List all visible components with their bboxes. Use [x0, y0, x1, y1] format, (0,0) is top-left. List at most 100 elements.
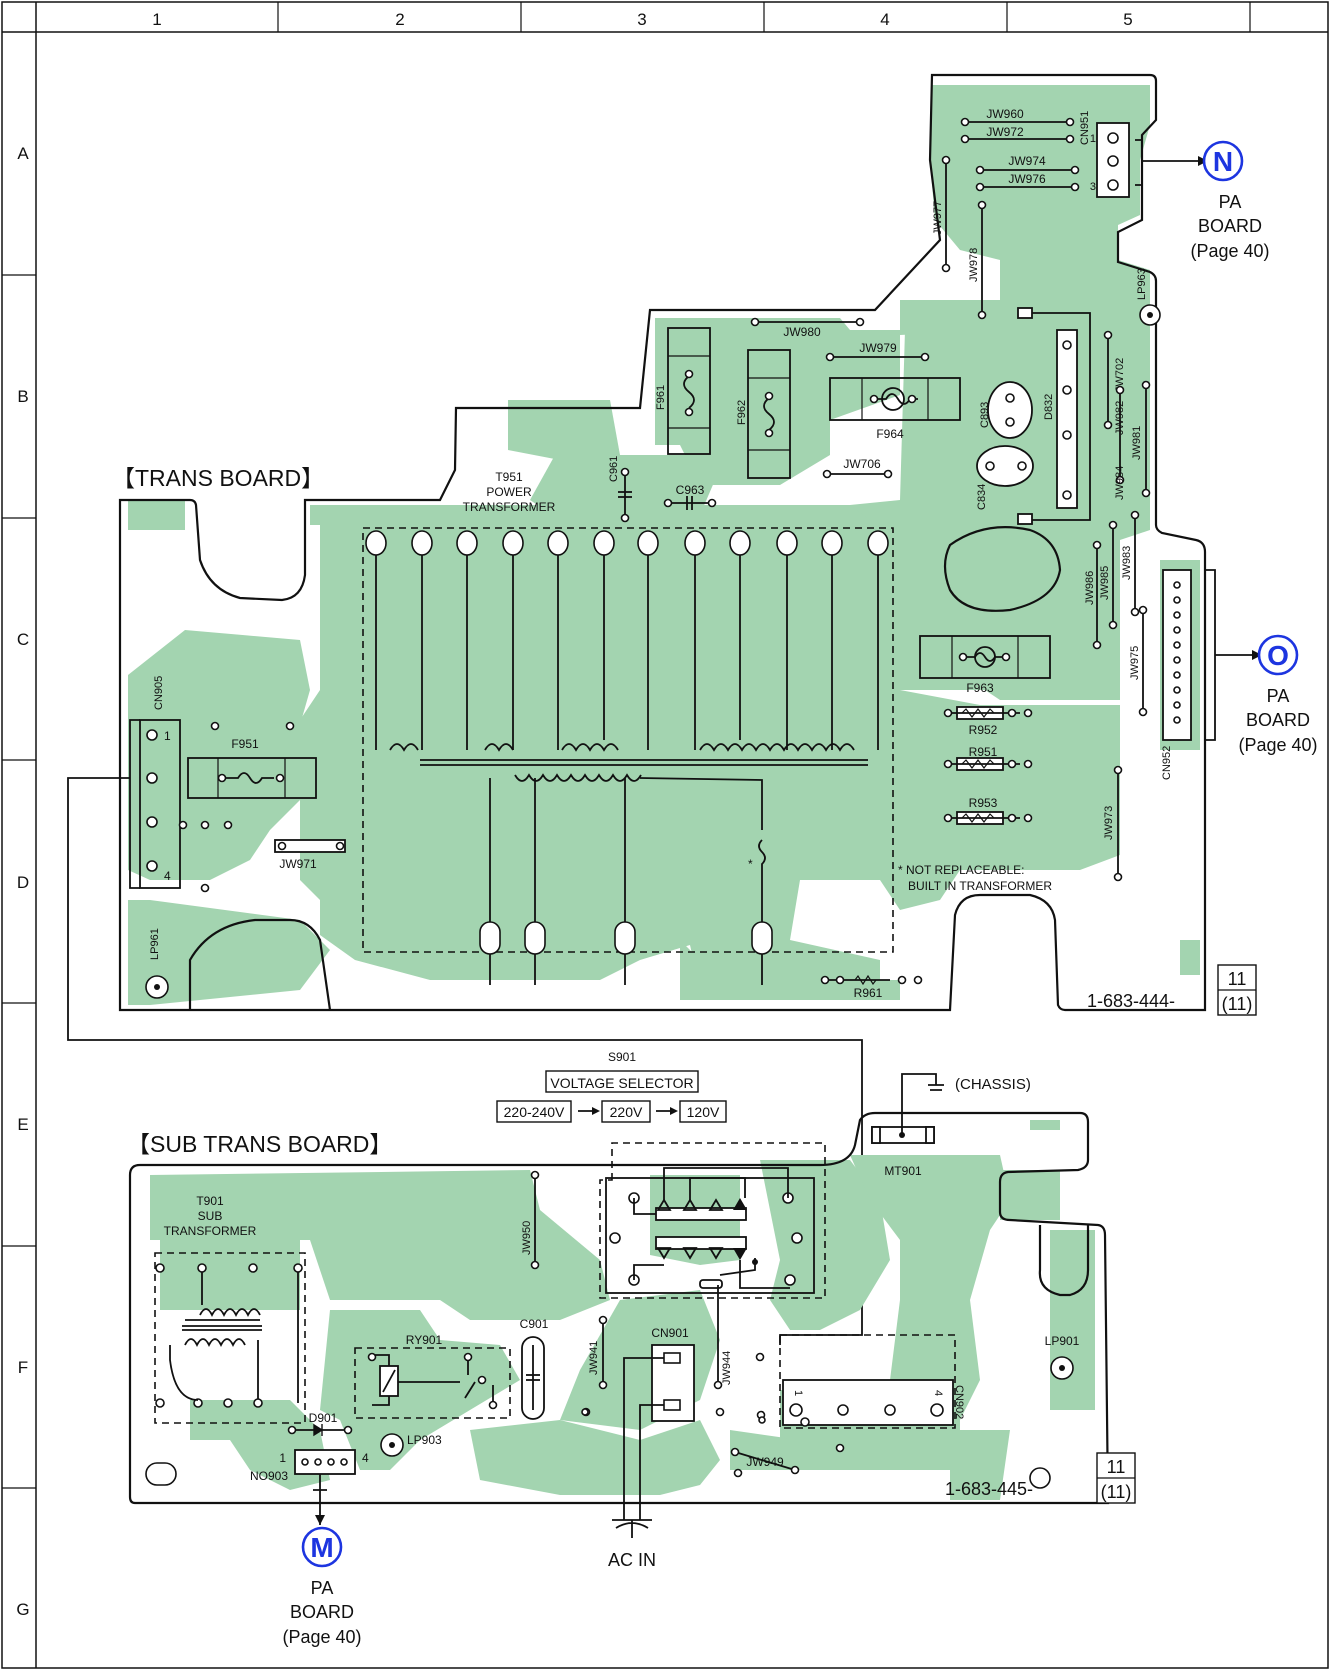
d832-bridge: [1056, 329, 1078, 509]
jw985-label: JW985: [1099, 566, 1111, 600]
f963-label: F963: [966, 681, 994, 695]
f963-fuse: [919, 635, 1051, 679]
s901-option-1: 220-240V: [504, 1104, 565, 1120]
t951-line2: TRANSFORMER: [463, 500, 556, 514]
r961-label: R961: [854, 986, 883, 1000]
c963-label: C963: [676, 483, 705, 497]
note-line2: BUILT IN TRANSFORMER: [908, 879, 1052, 893]
trans-board-title: 【TRANS BOARD】: [112, 465, 324, 491]
grid-column-labels: 1 2 3 4 5: [152, 10, 1132, 29]
cn952-label: CN952: [1161, 746, 1173, 780]
connector-m-id: M: [310, 1532, 333, 1563]
mount-hole-left: [145, 1462, 177, 1486]
d901-label: D901: [309, 1411, 338, 1425]
f951-label: F951: [231, 737, 259, 751]
t901-outline: [154, 1252, 306, 1424]
cn902-pin1: 1: [792, 1390, 804, 1396]
connector-n-line1: PA: [1219, 192, 1242, 212]
mount-hole-right: [1029, 1467, 1051, 1489]
connector-o-line1: PA: [1267, 686, 1290, 706]
sub-board-hook: [1038, 1225, 1090, 1297]
c893-capacitor: [987, 381, 1033, 439]
connector-m-line1: PA: [311, 1578, 334, 1598]
t901-ref: T901: [196, 1194, 224, 1208]
trans-board-outline: [118, 73, 1207, 1012]
f964-fuse: [829, 377, 961, 421]
lp963-label: LP963: [1136, 268, 1148, 300]
t951-secondary-terminals: [365, 530, 889, 750]
sub-trans-board-title: 【SUB TRANS BOARD】: [127, 1131, 392, 1157]
jw971-jumper: [274, 839, 346, 853]
s901-name: VOLTAGE SELECTOR: [550, 1075, 693, 1091]
grid-row-e: E: [17, 1115, 28, 1134]
s901-name-box: [545, 1070, 699, 1093]
note-line1: * NOT REPLACEABLE:: [898, 863, 1025, 877]
grid-row-g: G: [16, 1600, 29, 1619]
grid-row-a: A: [17, 144, 29, 163]
cn951-label: CN951: [1079, 111, 1091, 145]
trans-board-slot: [943, 526, 1062, 612]
connector-n-id: N: [1213, 146, 1233, 177]
grid-col-1: 1: [152, 10, 161, 29]
jw982-label: JW982: [1114, 401, 1126, 435]
cn902-label: CN902: [953, 1385, 965, 1419]
connector-o-line3: (Page 40): [1238, 735, 1317, 755]
ac-in-label: AC IN: [608, 1550, 656, 1570]
t951-ref: T951: [495, 470, 523, 484]
jw977-label: JW977: [932, 201, 944, 235]
grid-row-b: B: [17, 387, 28, 406]
c893-label: C893: [979, 402, 991, 428]
jw979-label: JW979: [859, 341, 897, 355]
jw950-label: JW950: [521, 1221, 533, 1255]
connector-marker-n[interactable]: N PA BOARD (Page 40): [1190, 140, 1270, 261]
f961-label: F961: [655, 385, 667, 410]
cn952-connector: [1162, 569, 1192, 741]
c901-label: C901: [520, 1317, 549, 1331]
jw986-label: JW986: [1084, 571, 1096, 605]
jw978-label: JW978: [968, 248, 980, 282]
fuse-star: *: [748, 857, 753, 871]
jw983-label: JW983: [1121, 546, 1133, 580]
t951-windings: *: [389, 743, 868, 930]
cn902-outline: [779, 1334, 956, 1429]
jw960-label: JW960: [986, 107, 1024, 121]
jw976-label: JW976: [1008, 172, 1046, 186]
jw973-label: JW973: [1103, 806, 1115, 840]
cn951-pin3: 3: [1090, 181, 1096, 193]
f961-fuse: [667, 327, 711, 455]
sub-rev-bottom: (11): [1101, 1482, 1132, 1502]
chassis-label: (CHASSIS): [955, 1076, 1031, 1093]
grid-row-f: F: [18, 1358, 28, 1377]
no903-label: NO903: [250, 1469, 288, 1483]
jw972-label: JW972: [986, 125, 1024, 139]
t901-line1: SUB: [198, 1209, 223, 1223]
s901-option-3: 120V: [687, 1104, 720, 1120]
jw981-label: JW981: [1131, 426, 1143, 460]
cn901-label: CN901: [651, 1326, 689, 1340]
cn905-pin4: 4: [164, 869, 171, 883]
connector-marker-o[interactable]: O PA BOARD (Page 40): [1238, 634, 1318, 755]
r953-resistor: [943, 811, 1033, 825]
jw702-label: JW702: [1114, 358, 1126, 392]
no903-pin1: 1: [279, 1451, 286, 1465]
connector-o-id: O: [1267, 640, 1289, 671]
connector-marker-m[interactable]: M PA BOARD (Page 40): [282, 1526, 362, 1647]
s901-ref: S901: [608, 1050, 636, 1064]
connector-n-line3: (Page 40): [1190, 241, 1269, 261]
sub-rev-top: 11: [1107, 1457, 1126, 1477]
lp903-label: LP903: [407, 1433, 442, 1447]
trans-rev-top: 11: [1228, 969, 1247, 989]
r952-resistor: [943, 706, 1033, 720]
cn951-pin1: 1: [1090, 133, 1096, 145]
connector-o-line2: BOARD: [1246, 710, 1310, 730]
ry901-outline: [354, 1347, 511, 1419]
sub-part-number: 1-683-445-: [945, 1479, 1033, 1499]
grid-col-4: 4: [880, 10, 889, 29]
jw971-label: JW971: [279, 857, 317, 871]
trans-rev-bottom: (11): [1222, 994, 1253, 1014]
jw974-label: JW974: [1008, 154, 1046, 168]
cn905-connector: [139, 719, 181, 889]
jw706-label: JW706: [843, 457, 881, 471]
connector-m-line2: BOARD: [290, 1602, 354, 1622]
